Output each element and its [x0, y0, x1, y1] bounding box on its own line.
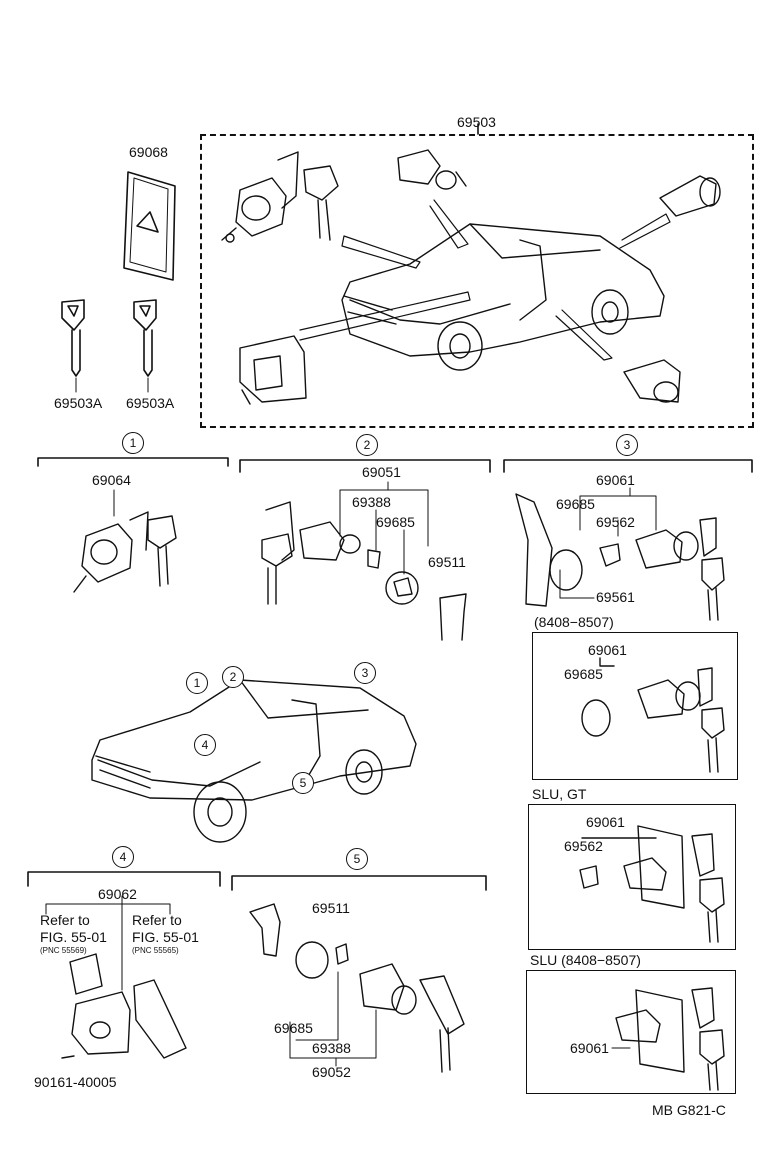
hood-lock-section4 [61, 953, 187, 1059]
variant3-part: 69061 [570, 1040, 609, 1056]
s2-part-a: 69388 [352, 494, 391, 510]
s3-parent-number: 69061 [596, 472, 635, 488]
s4-fig-1: FIG. 55-01 [40, 929, 107, 945]
master-key-illustration [61, 299, 157, 393]
variant2-parent: 69061 [586, 814, 625, 830]
variant1-title: (8408−8507) [534, 614, 614, 630]
car-callout-4: 4 [194, 734, 216, 756]
variant2-part-a: 69562 [564, 838, 603, 854]
variant2-title: SLU, GT [532, 786, 587, 802]
variant3-title: SLU (8408−8507) [530, 952, 641, 968]
variant-box-3 [526, 970, 736, 1094]
car-callout-2: 2 [222, 666, 244, 688]
cover-part-number: 69068 [129, 144, 168, 160]
s2-parent-number: 69051 [362, 464, 401, 480]
assembly-dashed-box [200, 134, 754, 428]
arrow-pointers [299, 199, 671, 361]
key-cover-illustration [123, 171, 176, 281]
trunk-lock-section3 [515, 493, 725, 621]
key-left-part-number: 69503A [54, 395, 103, 411]
s2-part-c: 69511 [428, 554, 466, 570]
door-lock-top-illustration [397, 149, 721, 403]
section-tag-2: 2 [356, 434, 378, 456]
s5-parent-number: 69052 [312, 1064, 351, 1080]
car-callout-5: 5 [292, 772, 314, 794]
section-tag-3: 3 [616, 434, 638, 456]
s3-part-b: 69562 [596, 514, 635, 530]
variant1-lock [581, 657, 725, 773]
variant1-parent: 69061 [588, 642, 627, 658]
s3-part-c: 69561 [596, 589, 635, 605]
s3-part-a: 69685 [556, 496, 595, 512]
s4-parent-number: 69062 [98, 886, 137, 902]
variant2-lock [579, 825, 725, 943]
s5-part-a: 69511 [312, 900, 350, 916]
assembly-part-number: 69503 [457, 114, 496, 130]
key-right-part-number: 69503A [126, 395, 175, 411]
diagram-code: MB G821-C [652, 1102, 726, 1118]
s4-fig-2: FIG. 55-01 [132, 929, 199, 945]
variant3-lock [611, 987, 725, 1091]
car-callout-1: 1 [186, 672, 208, 694]
variant-box-2 [528, 804, 736, 950]
ignition-lock-section1 [73, 511, 177, 593]
ignition-lock-illustration [221, 151, 339, 243]
hood-lock-illustration [239, 335, 307, 405]
s4-refer-2: Refer to [132, 912, 182, 928]
variant-box-1 [532, 632, 738, 780]
s1-part-number: 69064 [92, 472, 131, 488]
s2-part-b: 69685 [376, 514, 415, 530]
car-callout-3: 3 [354, 662, 376, 684]
door-lock-section2 [261, 501, 467, 641]
s5-part-b: 69685 [274, 1020, 313, 1036]
car-sedan-center [91, 679, 417, 843]
s5-part-c: 69388 [312, 1040, 351, 1056]
door-lock-section5 [249, 903, 465, 1073]
s4-pnc-2: (PNC 55565) [132, 946, 179, 955]
car-sedan-top [341, 223, 665, 371]
section-tag-1: 1 [122, 432, 144, 454]
variant1-part-a: 69685 [564, 666, 603, 682]
s4-bolt-number: 90161-40005 [34, 1074, 117, 1090]
s4-pnc-1: (PNC 55569) [40, 946, 87, 955]
section-tag-5: 5 [346, 848, 368, 870]
s4-refer-1: Refer to [40, 912, 90, 928]
section-tag-4: 4 [112, 846, 134, 868]
